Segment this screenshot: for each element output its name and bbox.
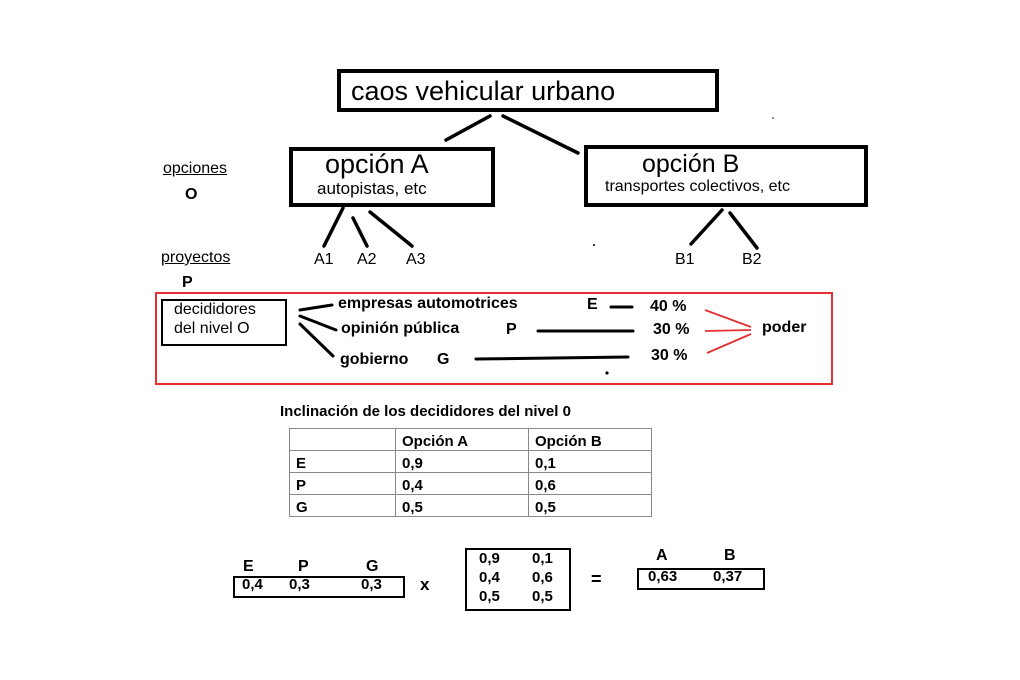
box-to-gobierno [298,322,335,358]
option-b-to-b1 [689,208,724,246]
matrix-cell: 0,6 [532,569,553,586]
table-cell: 0,1 [528,450,652,473]
option-a-subtitle: autopistas, etc [317,179,427,198]
box-to-empresas [298,303,334,312]
root-to-option-a [444,114,492,142]
actor-opinion-symbol: P [506,321,517,338]
project-a1: A1 [314,251,334,268]
vector-value-p: 0,3 [289,576,310,593]
power-arrow-3 [706,333,752,354]
actor-opinion-label: opinión pública [341,320,460,337]
result-label-b: B [724,547,736,564]
table-cell: 0,9 [395,450,529,473]
matrix-cell: 0,5 [532,588,553,605]
actor-empresas-symbol: E [587,296,598,313]
stray-dot-2 [593,244,595,246]
box-to-opinion [298,314,338,332]
proyectos-label: proyectos [161,249,231,266]
table-cell: 0,6 [528,472,652,495]
table-cell: 0,5 [395,494,529,517]
vector-label-g: G [366,558,379,575]
result-value-a: 0,63 [648,568,678,585]
root-to-option-b [501,114,580,155]
opciones-label: opciones [163,160,228,177]
decision-makers-frame [155,292,833,385]
matrix-cell: 0,1 [532,550,553,567]
table-cell: P [289,472,396,495]
project-a3: A3 [406,251,426,268]
table-cell: G [289,494,396,517]
decidores-line1: decididores [174,301,256,318]
root-title: caos vehicular urbano [351,76,616,106]
option-a-to-a2 [351,216,369,248]
vector-label-p: P [298,558,309,575]
table-cell: E [289,450,396,473]
option-b-title: opción B [642,150,740,178]
table-cell: 0,4 [395,472,529,495]
option-a-to-a1 [322,206,345,248]
table-row: G 0,5 0,5 [289,494,652,517]
root-box: caos vehicular urbano [337,69,719,112]
matrix-cell: 0,4 [479,569,500,586]
matrix-box [465,548,571,611]
option-a-box: opción A autopistas, etc [289,147,495,207]
table-row: P 0,4 0,6 [289,472,652,495]
stray-dot [605,371,609,375]
actor-gobierno-symbol: G [437,351,450,368]
inclination-table: Opción A Opción B E 0,9 0,1 P 0,4 0,6 G … [289,428,652,517]
project-a2: A2 [357,251,377,268]
vector-value-g: 0,3 [361,576,382,593]
decidores-box [161,299,287,346]
opciones-symbol: O [185,186,198,203]
actor-gobierno-label: gobierno [340,351,409,368]
option-b-subtitle: transportes colectivos, etc [605,178,790,195]
table-cell: 0,5 [528,494,652,517]
option-a-title: opción A [325,149,429,179]
table-row: E 0,9 0,1 [289,450,652,473]
vector-box [233,576,405,598]
table-header-row: Opción A Opción B [289,428,652,451]
power-arrow-1 [704,309,752,328]
actor-empresas-weight: 40 % [650,298,687,315]
matrix-cell: 0,5 [479,588,500,605]
table-header-cell [289,428,396,451]
table-title: Inclinación de los decididores del nivel… [280,403,571,420]
result-value-b: 0,37 [713,568,743,585]
project-b1: B1 [675,251,695,268]
power-arrow-2 [704,329,752,332]
stray-dot-3 [772,117,774,119]
vector-value-e: 0,4 [242,576,263,593]
option-b-box: opción B transportes colectivos, etc [584,145,868,207]
g-to-30 [474,355,630,361]
matrix-cell: 0,9 [479,550,500,567]
project-b2: B2 [742,251,762,268]
decidores-line2: del nivel O [174,320,250,337]
result-label-a: A [656,547,668,564]
equals-symbol: = [591,569,602,589]
vector-label-e: E [243,558,254,575]
table-header-cell: Opción B [528,428,652,451]
power-label: poder [762,319,807,336]
times-symbol: x [420,575,430,594]
actor-gobierno-weight: 30 % [651,347,688,364]
table-header-cell: Opción A [395,428,529,451]
option-a-to-a3 [368,210,414,248]
result-box [637,568,765,590]
proyectos-symbol: P [182,274,193,291]
option-b-to-b2 [728,211,759,250]
actor-empresas-label: empresas automotrices [338,295,518,312]
actor-opinion-weight: 30 % [653,321,690,338]
